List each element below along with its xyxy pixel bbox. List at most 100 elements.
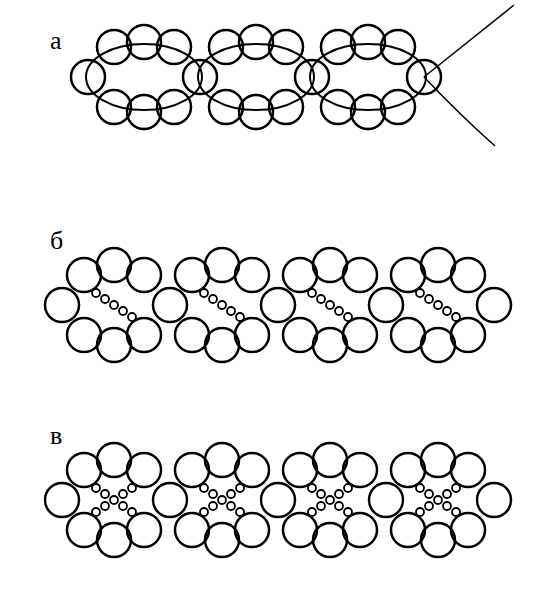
bead [261,288,295,322]
small-bead [452,313,460,321]
small-bead [128,508,136,516]
bead [269,30,303,64]
bead [351,25,385,59]
small-bead [101,490,109,498]
bead [45,288,79,322]
bead [451,318,485,352]
small-bead [443,307,451,315]
bead [235,318,269,352]
small-bead [416,508,424,516]
small-bead [200,484,208,492]
small-bead [209,295,217,303]
joint-bead [183,60,217,94]
bead [451,453,485,487]
small-bead [119,307,127,315]
small-bead [443,490,451,498]
thread-tail [424,77,495,146]
small-bead [335,490,343,498]
row-letter: в [50,423,62,449]
bead [369,288,403,322]
bead [127,25,161,59]
bead [381,30,415,64]
bead [157,30,191,64]
small-bead [101,295,109,303]
small-bead [209,502,217,510]
small-bead [92,508,100,516]
small-bead [335,502,343,510]
bead [209,30,243,64]
small-bead [92,289,100,297]
small-bead [227,502,235,510]
small-bead [236,484,244,492]
small-bead [434,496,442,504]
small-bead [236,313,244,321]
small-bead [452,508,460,516]
thread [310,44,426,110]
small-bead [344,508,352,516]
bead [321,30,355,64]
bead [343,513,377,547]
bead [235,513,269,547]
small-bead [308,508,316,516]
bead [127,95,161,129]
bead [127,513,161,547]
small-bead [317,295,325,303]
bead [239,25,273,59]
small-bead [344,313,352,321]
bead [45,483,79,517]
small-bead [119,502,127,510]
small-bead [425,490,433,498]
bead [127,258,161,292]
bead [97,90,131,124]
small-bead [119,490,127,498]
bead [381,90,415,124]
bead [153,288,187,322]
small-bead [344,484,352,492]
chain-c [45,443,511,557]
small-bead [200,289,208,297]
bead [451,258,485,292]
small-bead [434,301,442,309]
bead [239,95,273,129]
bead [97,30,131,64]
bead [369,483,403,517]
row-letter: а [50,28,62,54]
bead [343,258,377,292]
small-bead [227,490,235,498]
small-bead [317,490,325,498]
bead [261,483,295,517]
chain-a [71,5,514,146]
small-bead [326,496,334,504]
thread [198,44,314,110]
bead [321,90,355,124]
joint-bead [71,60,105,94]
thread [86,44,202,110]
bead [127,453,161,487]
small-bead [416,289,424,297]
small-bead [425,502,433,510]
small-bead [128,484,136,492]
bead [127,318,161,352]
small-bead [92,484,100,492]
bead [209,90,243,124]
bead [351,95,385,129]
small-bead [416,484,424,492]
small-bead [326,301,334,309]
bead [269,90,303,124]
bead [235,453,269,487]
bead [235,258,269,292]
small-bead [236,508,244,516]
bead [343,318,377,352]
small-bead [128,313,136,321]
small-bead [227,307,235,315]
bead [157,90,191,124]
small-bead [101,502,109,510]
bead [477,288,511,322]
bead [343,453,377,487]
small-bead [308,289,316,297]
bead [451,513,485,547]
row-letter: б [50,228,63,254]
small-bead [218,301,226,309]
small-bead [335,307,343,315]
